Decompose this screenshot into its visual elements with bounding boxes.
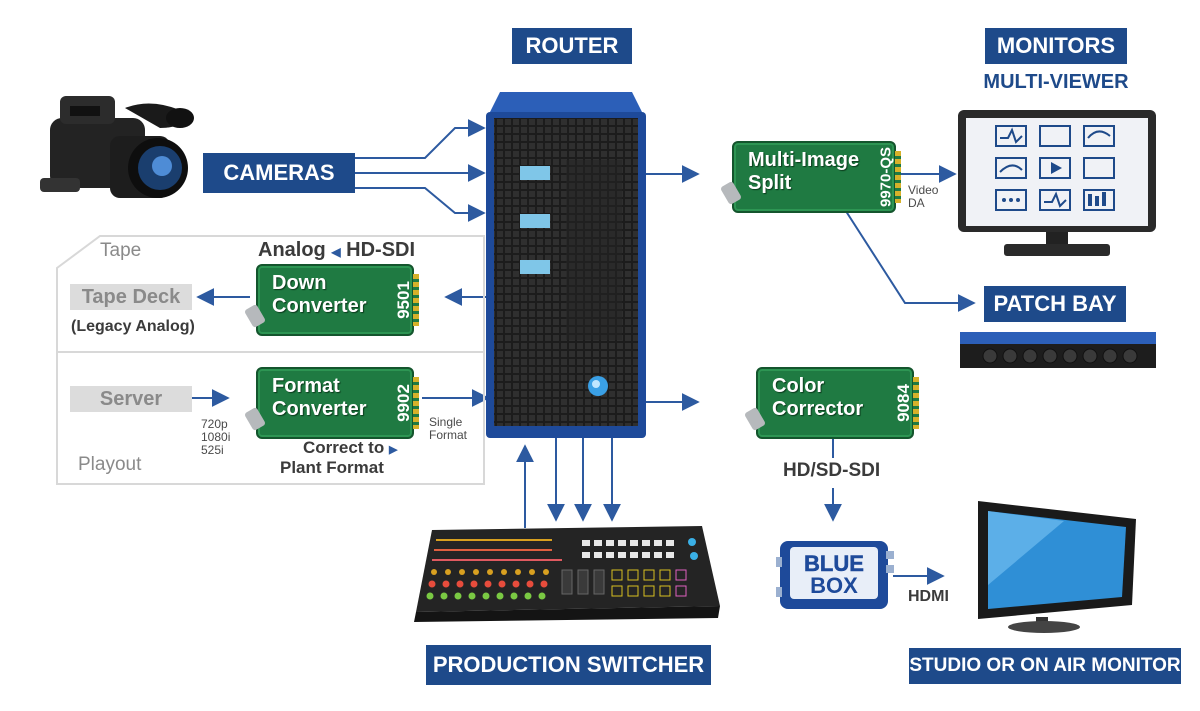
bluebox-top-text: BLUE <box>804 551 864 576</box>
card-edge-pins <box>895 151 901 203</box>
input-formats-label: 720p 1080i 525i <box>201 417 231 457</box>
single-format-label: Single Format <box>429 415 468 442</box>
tape-label: Tape <box>100 240 142 261</box>
correct-to-label: Correct to ▶ <box>303 438 398 457</box>
tv-monitor-icon <box>978 501 1136 633</box>
video-da-label: Video DA <box>908 183 939 210</box>
router-title: ROUTER <box>512 28 632 64</box>
left-arrow-icon: ◀ <box>331 245 341 259</box>
card-model: 9501 <box>394 281 413 319</box>
monitor-icon <box>958 110 1156 256</box>
blue-box-icon: BLUE BOX <box>776 541 894 609</box>
card-edge-pins <box>913 377 919 429</box>
hdmi-label: HDMI <box>908 588 949 605</box>
tape-deck-box: Tape Deck <box>70 284 192 310</box>
production-switcher-title: PRODUCTION SWITCHER <box>426 645 711 685</box>
monitors-title: MONITORS <box>985 28 1127 64</box>
bluebox-bottom-text: BOX <box>810 573 858 598</box>
patch-bay-title: PATCH BAY <box>984 286 1126 322</box>
card-model: 9084 <box>894 384 913 422</box>
hd-sd-sdi-label: HD/SD-SDI <box>783 460 881 481</box>
video-camera-icon <box>40 96 194 198</box>
patch-bay-icon <box>960 332 1156 368</box>
right-arrow-icon: ▶ <box>388 444 398 456</box>
studio-monitor-title: STUDIO OR ON AIR MONITOR <box>909 648 1181 684</box>
switcher-console-icon <box>414 526 720 622</box>
multi-viewer-label: MULTI-VIEWER <box>983 71 1129 93</box>
card-model: 9970-QS <box>877 146 895 208</box>
plant-format-label: Plant Format <box>280 458 384 477</box>
analog-hd-sdi-label: Analog ◀ HD-SDI <box>258 239 416 261</box>
server-box: Server <box>70 386 192 412</box>
playout-label: Playout <box>78 454 142 475</box>
legacy-analog-label: (Legacy Analog) <box>71 318 195 335</box>
router-tower-icon <box>486 92 646 438</box>
card-edge-pins <box>413 377 419 429</box>
card-edge-pins <box>413 274 419 326</box>
cameras-title: CAMERAS <box>203 153 355 193</box>
card-model: 9902 <box>394 384 413 422</box>
